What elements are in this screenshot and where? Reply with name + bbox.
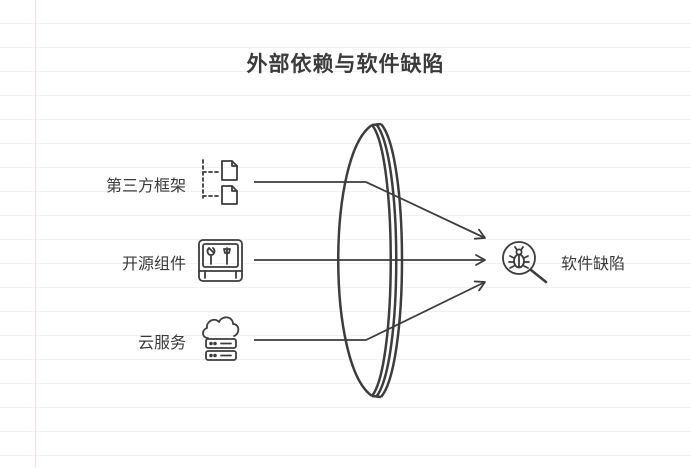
toolbox-icon [198,239,243,282]
notebook-margin-line [35,0,36,468]
diagram-title: 外部依赖与软件缺陷 [246,52,445,76]
cloud-server-icon [202,316,240,361]
connector-cloud-to-defects [254,280,486,341]
connector-framework-to-defects [254,181,486,240]
input-label-open-source: 开源组件 [121,254,186,273]
input-label-framework: 第三方框架 [105,176,186,195]
bug-search-icon [502,241,548,284]
input-label-cloud: 云服务 [137,333,186,352]
output-label-defects: 软件缺陷 [561,254,626,273]
files-tree-icon [202,159,238,205]
